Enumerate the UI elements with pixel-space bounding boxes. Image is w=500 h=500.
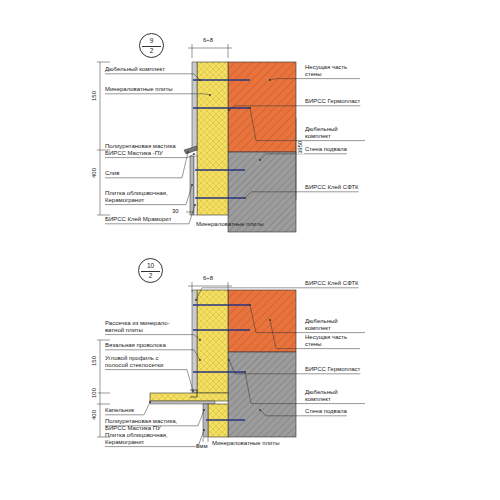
callout-label: Дюбельный комплект bbox=[305, 318, 365, 332]
divider bbox=[141, 271, 160, 272]
callout-label: Полиуретановая мастика, bbox=[105, 418, 177, 425]
leader-line bbox=[245, 372, 365, 404]
callout-label: БИРСС Гермопласт bbox=[305, 366, 360, 373]
leader-line bbox=[105, 152, 188, 178]
section-number: 10 bbox=[139, 262, 162, 269]
section-marker: 92 bbox=[139, 33, 164, 58]
leader-line bbox=[105, 335, 200, 340]
section-10 bbox=[97, 282, 296, 442]
sheet-number: 2 bbox=[140, 47, 163, 54]
leader-line bbox=[229, 106, 360, 110]
leader-line bbox=[250, 305, 365, 333]
leader-dot bbox=[269, 319, 271, 321]
callout-label: БИРСС Клей СФТК bbox=[305, 184, 359, 191]
leader-dot bbox=[209, 94, 211, 96]
leader-dot bbox=[259, 409, 261, 411]
leader-line bbox=[105, 430, 204, 447]
callout-label: Дюбельный комплект bbox=[305, 126, 365, 140]
callout-label: Дюбельный комплект bbox=[105, 66, 165, 73]
dimension-text: 3950 bbox=[297, 141, 304, 154]
leader-dot bbox=[249, 304, 251, 306]
dimension-text: 100 bbox=[91, 388, 98, 398]
sheet-number: 2 bbox=[139, 272, 162, 279]
leader-line bbox=[250, 108, 365, 141]
leader-line bbox=[270, 79, 360, 80]
leader-dot bbox=[192, 390, 194, 392]
leader-line bbox=[105, 74, 200, 80]
callout-label: Рассечка из минерало-ватной плиты bbox=[105, 320, 179, 334]
section-number: 9 bbox=[140, 37, 163, 44]
leader-dot bbox=[195, 299, 197, 301]
dimension-text: 30 bbox=[172, 208, 179, 215]
leader-dot bbox=[249, 107, 251, 109]
leader-line bbox=[270, 320, 360, 349]
leader-dot bbox=[269, 79, 271, 81]
leader-dot bbox=[244, 371, 246, 373]
leader-dot bbox=[259, 159, 261, 161]
callout-label: Дюбельный комплект bbox=[305, 389, 365, 403]
leader-line bbox=[229, 360, 360, 374]
callout-label: Полиуретановая мастика БИРСС Мастика -ПУ bbox=[105, 143, 179, 157]
section-marker: 102 bbox=[138, 258, 163, 283]
callout-label: Стена подвала bbox=[305, 408, 347, 415]
dimension-text: 6÷8 bbox=[203, 37, 213, 44]
leader-dot bbox=[149, 401, 151, 403]
leader-dot bbox=[194, 204, 196, 206]
leader-dot bbox=[244, 197, 246, 199]
callout-label: Плитка облицовочная, Керамогранит bbox=[105, 190, 179, 204]
leader-dot bbox=[203, 429, 205, 431]
leader-line bbox=[245, 192, 359, 198]
leader-line bbox=[105, 402, 150, 415]
callout-label: Вязальная проволока bbox=[105, 342, 166, 349]
leader-line bbox=[105, 185, 192, 205]
leader-line bbox=[105, 370, 193, 391]
leader-dot bbox=[199, 339, 201, 341]
leader-dot bbox=[199, 359, 201, 361]
dimension-text: Минераловатные плиты bbox=[212, 440, 279, 447]
dimension-text: БИРСС Мастика ПУ bbox=[105, 425, 161, 432]
callout-label: Слив bbox=[105, 170, 119, 177]
leader-line bbox=[260, 154, 347, 160]
dimension-text: 6÷8 bbox=[203, 275, 213, 282]
dimension-text: 150 bbox=[91, 91, 98, 101]
callout-label: БИРСС Клей Мраморит bbox=[105, 216, 171, 223]
leader-dot bbox=[191, 184, 193, 186]
dimension-text: 400 bbox=[91, 410, 98, 420]
divider bbox=[142, 46, 161, 47]
callout-label: Несущая часть стены bbox=[305, 334, 360, 348]
dimension-text: Минераловатные плиты bbox=[196, 221, 263, 228]
callout-label: Капельник bbox=[105, 407, 134, 414]
leader-dot bbox=[199, 79, 201, 81]
leader-line bbox=[105, 94, 210, 95]
leader-dot bbox=[203, 409, 205, 411]
callout-label: БИРСС Клей СФТК bbox=[305, 280, 359, 287]
leader-line bbox=[105, 205, 195, 224]
dimension-text: 400 bbox=[91, 168, 98, 178]
callout-label: Минераловатные плиты bbox=[105, 86, 172, 93]
callout-label: Несущая часть стены bbox=[305, 64, 360, 78]
leader-dot bbox=[228, 109, 230, 111]
dimension-text: 5мм bbox=[196, 443, 208, 450]
leader-dot bbox=[228, 359, 230, 361]
section-9 bbox=[97, 44, 296, 232]
leader-line bbox=[196, 288, 359, 300]
dimension-text: 150 bbox=[91, 356, 98, 366]
leader-dot bbox=[193, 153, 195, 155]
callout-label: Стена подвала bbox=[305, 146, 347, 153]
callout-label: Плитка облицовочная, Керамогранит bbox=[105, 432, 179, 446]
callout-label: БИРСС Гермопласт bbox=[305, 98, 360, 105]
callout-label: Угловой профиль с полосой стеклосетки bbox=[105, 355, 179, 369]
leader-dot bbox=[187, 151, 189, 153]
